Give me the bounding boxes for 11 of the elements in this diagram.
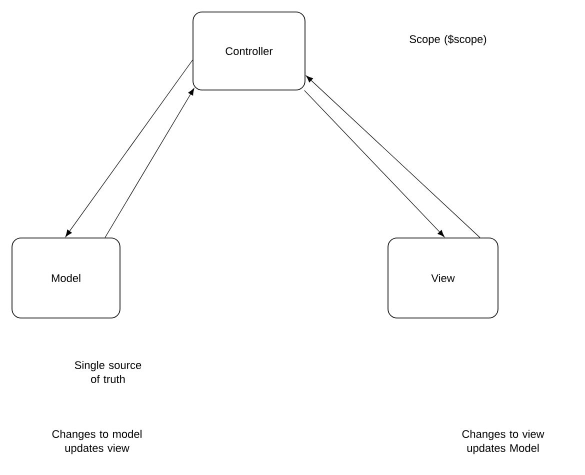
- arrow: [306, 76, 480, 238]
- note-text: Scope ($scope): [410, 34, 486, 46]
- process-box: Controller: [192, 12, 306, 90]
- note-text: Changes to model updates view: [52, 430, 142, 454]
- note-text: Changes to view updates Model: [462, 430, 544, 454]
- arrow: [104, 88, 194, 238]
- process-box: Model: [12, 238, 120, 318]
- note-text: Single source of truth: [74, 360, 142, 384]
- process-box: View: [388, 238, 498, 318]
- arrow: [304, 90, 444, 237]
- arrow: [65, 60, 193, 237]
